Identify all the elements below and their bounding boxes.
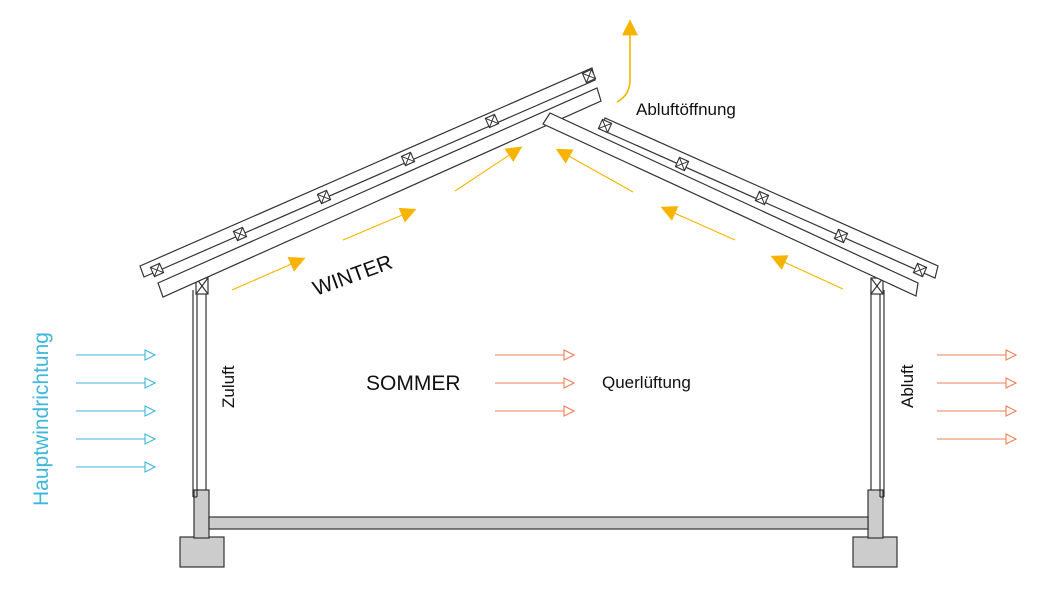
batten: [149, 262, 165, 278]
main-wind-arrows: [76, 349, 157, 473]
batten: [912, 262, 928, 278]
batten: [674, 156, 690, 172]
batten: [754, 190, 770, 206]
label-hauptwindrichtung: Hauptwindrichtung: [30, 332, 53, 506]
exhaust-arrows: [937, 349, 1018, 445]
winter-airflow-arrows: [231, 146, 844, 291]
exhaust-opening-arrow: [616, 19, 638, 103]
label-zuluft: Zuluft: [219, 365, 238, 408]
cross-ventilation-arrows: [495, 349, 576, 417]
label-querlueftung: Querlüftung: [602, 373, 691, 392]
label-sommer: SOMMER: [366, 372, 461, 395]
batten-cross: [585, 69, 593, 83]
batten-cross: [404, 152, 412, 166]
roof-battens: [149, 68, 928, 278]
left-stem-wall: [193, 489, 210, 539]
left-roof-upper-layer: [139, 67, 596, 278]
left-wall: [192, 277, 209, 498]
batten-cross: [320, 190, 328, 204]
right-stem-wall: [867, 489, 884, 539]
batten-cross: [834, 232, 848, 240]
winter-arrow: [555, 148, 634, 193]
batten: [597, 118, 613, 134]
batten-cross: [236, 227, 244, 241]
batten: [581, 68, 597, 84]
building-structure: [139, 67, 939, 568]
winter-arrow: [770, 255, 844, 290]
batten: [316, 189, 332, 205]
right-wall: [870, 277, 885, 498]
batten-cross: [153, 263, 161, 277]
batten: [400, 151, 416, 167]
right-roof-lower-layer: [542, 112, 919, 297]
winter-arrow: [231, 257, 306, 291]
left-roof-lower-layer: [157, 87, 602, 298]
label-abluft: Abluft: [898, 364, 917, 408]
batten-cross: [488, 114, 496, 128]
batten-cross: [913, 266, 927, 274]
batten-cross: [675, 160, 689, 168]
batten: [833, 228, 849, 244]
winter-arrow: [660, 206, 736, 241]
batten-cross: [755, 194, 769, 202]
right-roof-upper-layer: [601, 117, 939, 279]
label-abluftoeffnung: Abluftöffnung: [636, 100, 736, 119]
batten: [232, 226, 248, 242]
left-foundation: [179, 536, 225, 568]
winter-arrow: [342, 207, 417, 241]
label-winter: WINTER: [310, 251, 396, 301]
right-foundation: [852, 536, 898, 568]
batten: [484, 113, 500, 129]
floor-slab: [208, 516, 869, 530]
winter-arrow: [454, 146, 523, 192]
batten-cross: [598, 122, 612, 130]
